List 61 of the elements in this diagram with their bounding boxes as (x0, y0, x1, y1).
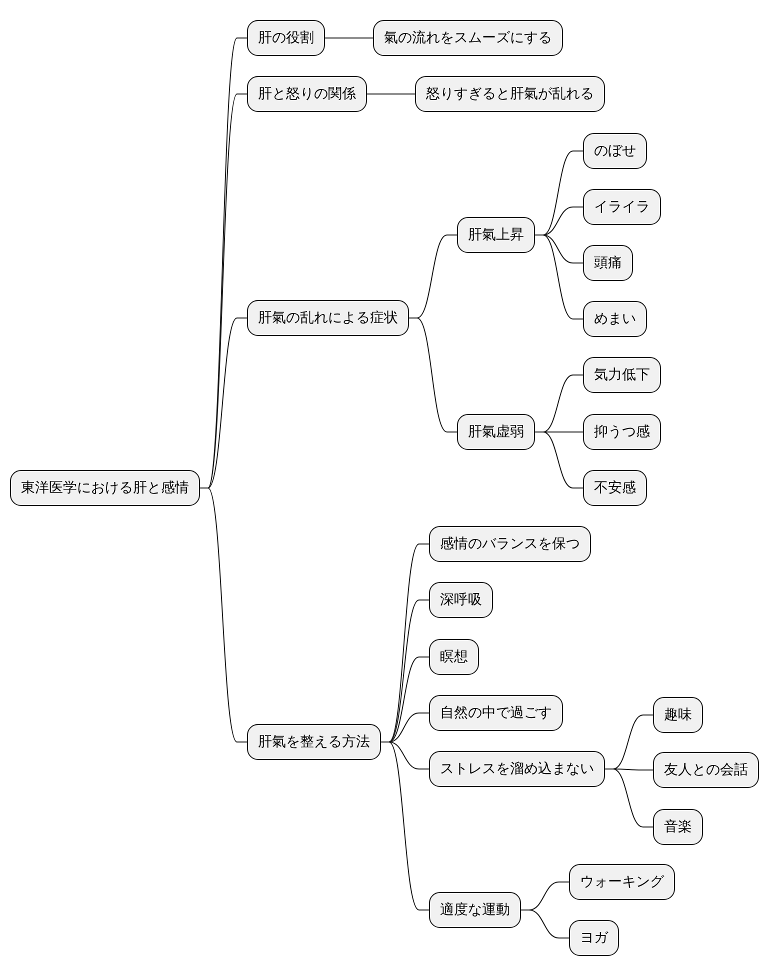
topic-text: ヨガ (580, 929, 608, 947)
topic-text: 友人との会話 (664, 761, 748, 779)
topic-text: 瞑想 (440, 648, 468, 666)
connector-line (604, 768, 654, 828)
topic-text: 趣味 (664, 706, 692, 724)
topic-box (429, 751, 605, 787)
topic-box (583, 133, 647, 169)
topic-box (653, 697, 703, 733)
topic-text: ウォーキング (580, 873, 664, 891)
topic-box (415, 76, 605, 112)
topic-text: 頭痛 (594, 254, 622, 272)
connector-line (380, 742, 430, 910)
topic-box (247, 300, 409, 336)
topic-text: 不安感 (594, 479, 636, 497)
topic-box (653, 752, 759, 788)
topic-text: 肝氣上昇 (468, 226, 524, 244)
topic-text: ストレスを溜め込まない (440, 760, 594, 778)
topic-text: のぼせ (594, 142, 636, 160)
topic-text: めまい (594, 310, 636, 328)
topic-box (583, 301, 647, 337)
topic-text: 音楽 (664, 818, 692, 836)
topic-box (583, 245, 633, 281)
topic-box (583, 189, 661, 225)
connector-line (200, 488, 248, 742)
topic-text: 怒りすぎると肝氣が乱れる (426, 85, 594, 103)
topic-box (569, 920, 619, 956)
topic-box (429, 639, 479, 675)
topic-text: 肝氣虚弱 (468, 423, 524, 441)
topic-box (653, 809, 703, 845)
connector-line (534, 234, 584, 320)
topic-box (247, 724, 381, 760)
topic-box (429, 582, 493, 618)
topic-text: 気力低下 (594, 366, 650, 384)
topic-box (429, 892, 521, 928)
topic-box (247, 76, 367, 112)
topic-text: 肝氣を整える方法 (258, 733, 370, 751)
topic-box (373, 20, 563, 56)
topic-text: 東洋医学における肝と感情 (21, 479, 189, 497)
topic-box (583, 470, 647, 506)
topic-box (569, 864, 675, 900)
connector-line (534, 432, 584, 488)
topic-text: 感情のバランスを保つ (440, 535, 580, 553)
topic-text: イライラ (594, 198, 650, 216)
topic-text: 抑うつ感 (594, 423, 650, 441)
topic-box (457, 414, 535, 450)
topic-text: 深呼吸 (440, 591, 482, 609)
topic-box (10, 470, 200, 506)
connector-line (408, 318, 458, 432)
connector-line (520, 910, 570, 938)
topic-text: 肝氣の乱れによる症状 (258, 309, 398, 327)
topic-text: 適度な運動 (440, 901, 510, 919)
topic-text: 氣の流れをスムーズにする (384, 29, 552, 47)
topic-box (583, 357, 661, 393)
topic-box (457, 217, 535, 253)
topic-box (429, 526, 591, 562)
topic-box (583, 414, 661, 450)
topic-text: 肝の役割 (258, 29, 314, 47)
topic-text: 自然の中で過ごす (440, 704, 552, 722)
topic-box (429, 695, 563, 731)
topic-text: 肝と怒りの関係 (258, 85, 356, 103)
topic-box (247, 20, 325, 56)
